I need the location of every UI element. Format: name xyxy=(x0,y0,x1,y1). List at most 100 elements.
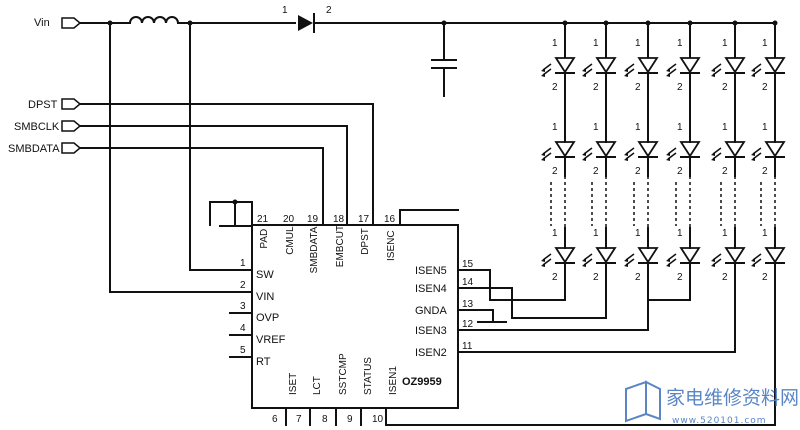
chip-name: OZ9959 xyxy=(402,376,442,388)
led-pin-top: 1 xyxy=(593,228,599,239)
led-pin-bottom: 2 xyxy=(677,272,683,283)
led xyxy=(666,57,701,77)
led xyxy=(624,141,659,161)
pin-label: STATUS xyxy=(363,357,374,395)
pin-label: ISENC xyxy=(386,230,397,261)
book-logo-icon xyxy=(625,380,661,423)
led-pin-bottom: 2 xyxy=(722,166,728,177)
led-pin-top: 1 xyxy=(677,228,683,239)
isen-wires xyxy=(385,209,776,426)
led-pin-bottom: 2 xyxy=(635,272,641,283)
led-pin-bottom: 2 xyxy=(677,166,683,177)
led-pin-top: 1 xyxy=(552,122,558,133)
led-pin-bottom: 2 xyxy=(762,166,768,177)
pin-number: 6 xyxy=(272,414,278,425)
isen3-wire xyxy=(457,269,649,331)
pin-label: ISEN3 xyxy=(415,325,447,337)
pin-number: 1 xyxy=(240,258,246,269)
led-pin-bottom: 2 xyxy=(762,82,768,93)
pin-label: CMUL xyxy=(285,226,296,255)
diode-pin-1: 1 xyxy=(282,5,288,16)
pin-number: 12 xyxy=(462,319,474,330)
pin-label: DPST xyxy=(360,228,371,255)
watermark: 家电维修资料网 www.520101.com xyxy=(625,380,799,426)
pin-label: RT xyxy=(256,356,271,368)
diode-pin-2: 2 xyxy=(326,5,332,16)
led xyxy=(751,141,786,161)
led xyxy=(541,141,576,161)
led-pin-bottom: 2 xyxy=(593,272,599,283)
led-pin-top: 1 xyxy=(552,38,558,49)
pin-label: ISEN4 xyxy=(415,283,447,295)
led-pin-top: 1 xyxy=(722,122,728,133)
pin-label: SMBDATA xyxy=(309,226,320,273)
vin-rail xyxy=(79,16,296,293)
led-pin-top: 1 xyxy=(762,38,768,49)
vin-label: Vin xyxy=(34,17,50,29)
pin-number: 21 xyxy=(257,214,269,225)
dpst-connector: DPST xyxy=(28,98,82,111)
led xyxy=(582,247,617,267)
led-pin-top: 1 xyxy=(635,228,641,239)
pin-number: 15 xyxy=(462,259,474,270)
smbdata-label: SMBDATA xyxy=(8,143,60,155)
pin-number: 8 xyxy=(322,414,328,425)
pin-number: 4 xyxy=(240,323,246,334)
pin-label: EMBCUT xyxy=(335,225,346,267)
pin-number: 11 xyxy=(462,341,473,352)
pin-label: LCT xyxy=(312,376,323,395)
pin-number: 5 xyxy=(240,345,246,356)
pin-number: 19 xyxy=(307,214,319,225)
smbclk-connector: SMBCLK xyxy=(14,120,82,133)
led xyxy=(711,57,746,77)
pin-label: ISET xyxy=(288,373,299,395)
isen1-wire xyxy=(385,269,776,426)
pin-number: 2 xyxy=(240,280,246,291)
dpst-label: DPST xyxy=(28,99,58,111)
led xyxy=(666,141,701,161)
led xyxy=(624,247,659,267)
led xyxy=(711,247,746,267)
led-pin-bottom: 2 xyxy=(635,82,641,93)
pin-number: 3 xyxy=(240,301,246,312)
led-pin-top: 1 xyxy=(593,38,599,49)
watermark-url: www.520101.com xyxy=(672,416,767,426)
led xyxy=(711,141,746,161)
led xyxy=(582,141,617,161)
led xyxy=(624,57,659,77)
pin-label: ISEN1 xyxy=(388,366,399,395)
pin-number: 13 xyxy=(462,299,474,310)
chip-pins-top: 21PAD20CMUL19SMBDATA18EMBCUT17DPST16ISEN… xyxy=(257,214,397,273)
pin-number: 16 xyxy=(384,214,396,225)
pin-label: VIN xyxy=(256,291,274,303)
led-pin-top: 1 xyxy=(635,122,641,133)
isen5-wire xyxy=(457,269,566,301)
pin-number: 20 xyxy=(283,214,295,225)
isen4-wire xyxy=(457,269,607,319)
control-wires xyxy=(79,103,374,226)
led-pin-top: 1 xyxy=(722,228,728,239)
output-capacitor xyxy=(431,22,457,97)
pin-number: 10 xyxy=(372,414,384,425)
pin-number: 14 xyxy=(462,277,474,288)
led-pin-top: 1 xyxy=(552,228,558,239)
pin-number: 17 xyxy=(358,214,370,225)
led-pin-bottom: 2 xyxy=(593,82,599,93)
inductor xyxy=(128,16,180,25)
led-pin-top: 1 xyxy=(722,38,728,49)
pin-label: VREF xyxy=(256,334,286,346)
pin-label: ISEN5 xyxy=(415,265,447,277)
led xyxy=(541,247,576,267)
chip-pins-bottom: 6 ISET 7 LCT 8 SSTCMP 9 STATUS 10 ISEN1 xyxy=(272,353,399,426)
led xyxy=(666,247,701,267)
led-pin-top: 1 xyxy=(677,122,683,133)
pin-label: SSTCMP xyxy=(338,353,349,395)
pin-number: 9 xyxy=(347,414,353,425)
led-pin-top: 1 xyxy=(762,122,768,133)
pin-label: GNDA xyxy=(415,305,447,317)
pin-number: 7 xyxy=(296,414,302,425)
